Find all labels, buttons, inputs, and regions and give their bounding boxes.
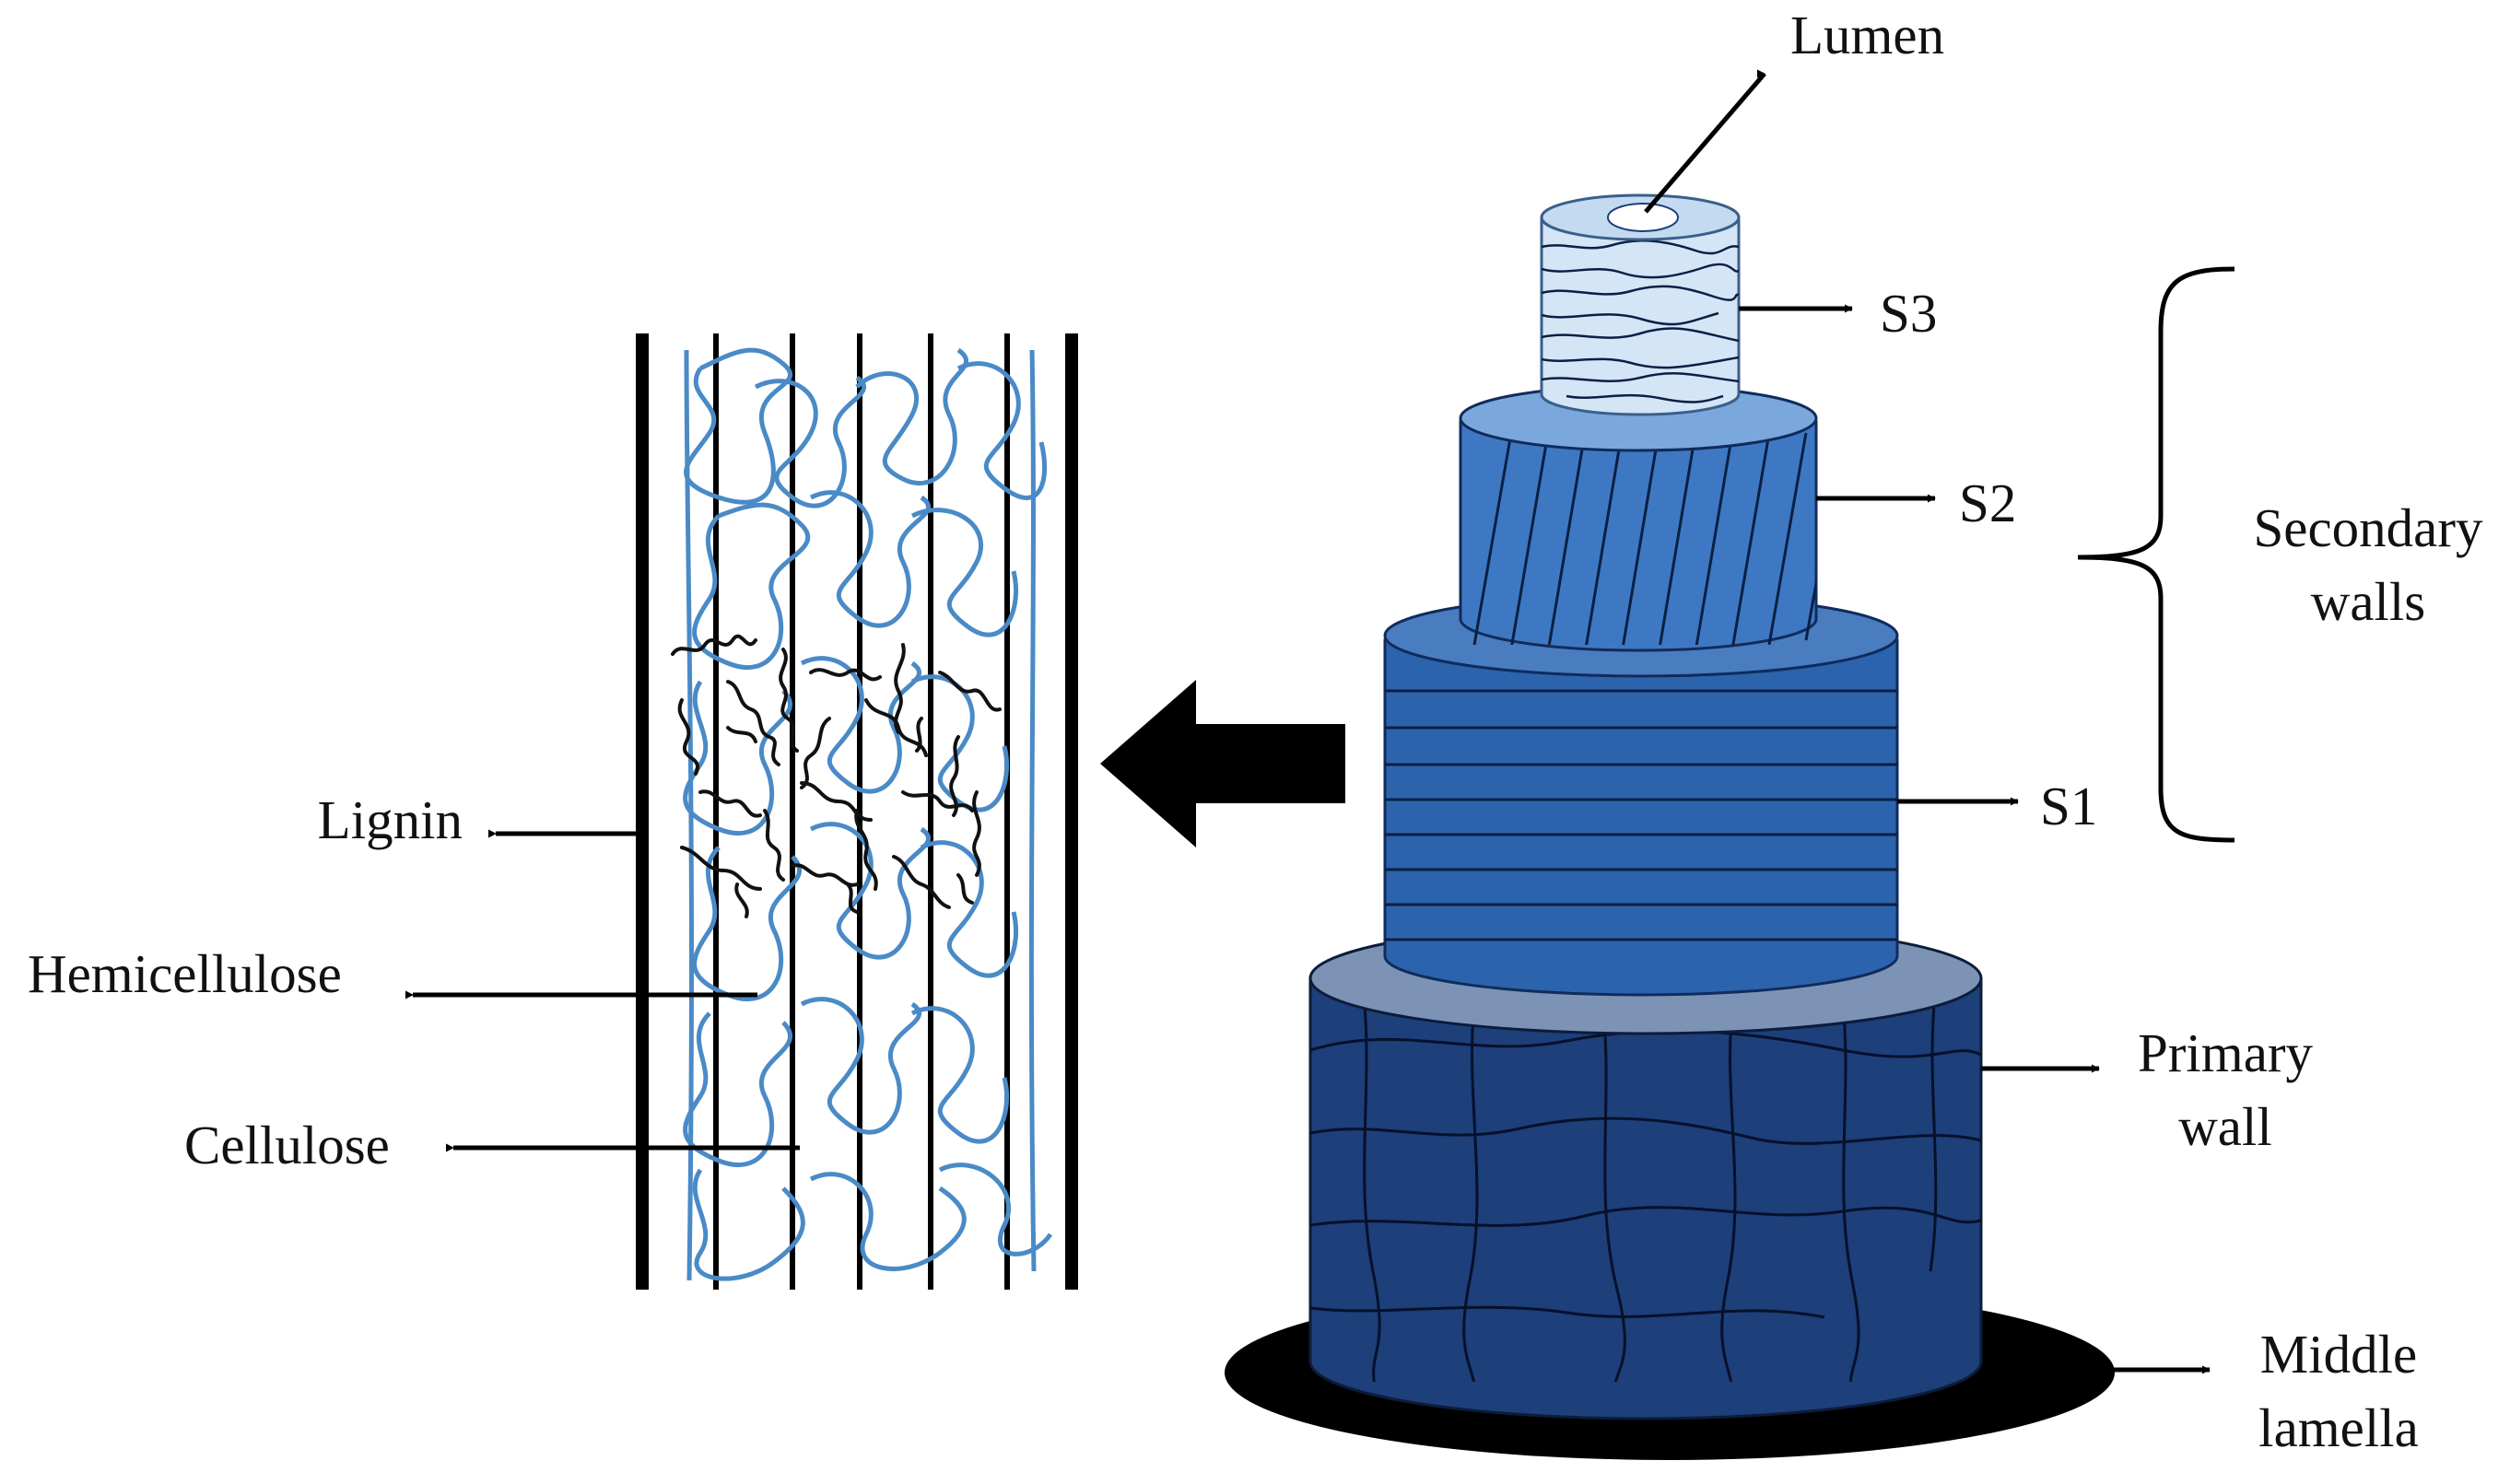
- lumen-opening: [1607, 203, 1679, 232]
- primary-wall-cylinder: [1308, 921, 1983, 1420]
- secondary-walls-label-line2: walls: [2311, 571, 2426, 632]
- lignin-strands: [671, 634, 1002, 918]
- primary-wall-label-line2: wall: [2178, 1096, 2272, 1157]
- cellulose-label: Cellulose: [184, 1115, 390, 1175]
- magnify-arrow: [1100, 680, 1345, 847]
- middle-lamella-label-line1: Middle: [2260, 1324, 2417, 1385]
- lignin-label: Lignin: [318, 789, 463, 850]
- fibril-bundle: [636, 333, 1078, 1290]
- s1-cylinder: [1383, 593, 1899, 997]
- s2-label: S2: [1959, 473, 2016, 533]
- hemicellulose-strands: [683, 347, 1053, 1281]
- s3-cylinder: [1540, 193, 1741, 416]
- label-arrows: [405, 69, 2211, 1374]
- hemicellulose-label: Hemicellulose: [28, 943, 342, 1004]
- s1-label: S1: [2040, 776, 2097, 836]
- lumen-label: Lumen: [1790, 5, 1944, 65]
- secondary-walls-brace: [2077, 266, 2235, 843]
- primary-wall-label-line1: Primary: [2138, 1022, 2314, 1083]
- s2-cylinder: [1459, 384, 1818, 652]
- cellulose-microfibrils: [636, 333, 1078, 1290]
- lumen-arrow: [1644, 69, 1766, 214]
- middle-lamella-label-line2: lamella: [2258, 1397, 2419, 1458]
- secondary-walls-label-line1: Secondary: [2253, 497, 2483, 558]
- s3-label: S3: [1880, 283, 1937, 344]
